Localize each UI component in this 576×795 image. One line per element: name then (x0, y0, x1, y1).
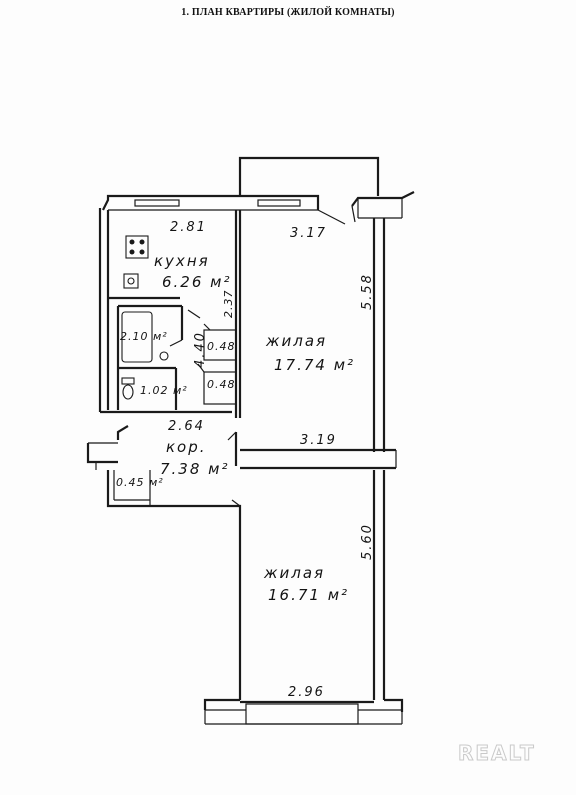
kitchen-width-label: 2.81 (170, 220, 207, 235)
living1-name-label: жилая (265, 332, 327, 350)
lower-left-wall (106, 470, 242, 700)
stove-icon (125, 235, 149, 259)
closet-upper (203, 329, 237, 361)
living1-depth-label: 5.58 (360, 273, 375, 310)
interior-walls (108, 210, 397, 470)
kitchen-fixtures (123, 235, 149, 289)
top-wall-kitchen (102, 194, 320, 211)
closet2-area-label: 0.48 (207, 378, 236, 391)
living2-depth-label: 5.60 (360, 523, 375, 560)
partition-dim-label: 3.19 (300, 433, 337, 448)
bathroom-area-label: 2.10 м² (120, 330, 168, 343)
plan-labels: 2.81 кухня 6.26 м² 2.37 3.17 5.58 жилая … (116, 220, 375, 700)
kitchen-depth-label: 2.37 (222, 290, 235, 319)
living1-window (257, 199, 301, 207)
corridor-name-label: кор. (166, 438, 207, 456)
closet-lower (203, 371, 237, 405)
corridor-width-label: 2.64 (168, 419, 205, 434)
living2-width-label: 2.96 (288, 685, 325, 700)
living1-area-label: 17.74 м² (274, 356, 355, 374)
bottom-window (245, 703, 359, 725)
closet1-area-label: 0.48 (207, 340, 236, 353)
hall-passage-dim-label: 4.40 (193, 331, 208, 368)
top-wall-right (351, 191, 415, 207)
bathtub-icon (121, 311, 153, 363)
living1-width-label: 3.17 (290, 226, 327, 241)
kitchen-area-label: 6.26 м² (162, 273, 232, 291)
kitchen-name-label: кухня (154, 252, 210, 270)
bathroom-fixtures (121, 311, 169, 400)
watermark-logo: REALT (458, 741, 536, 765)
living2-area-label: 16.71 м² (268, 586, 349, 604)
toilet-icon (122, 384, 134, 400)
page-title: 1. ПЛАН КВАРТИРЫ (ЖИЛОЙ КОМНАТЫ) (181, 7, 395, 18)
sink-icon (123, 273, 139, 289)
entry-closet-area-label: 0.45 м² (116, 476, 164, 489)
entry-wall (86, 443, 118, 464)
toilet-area-label: 1.02 м² (140, 384, 188, 397)
kitchen-window (134, 199, 180, 207)
living2-name-label: жилая (263, 564, 325, 582)
washbasin-icon (159, 351, 169, 361)
balcony-outline (238, 156, 380, 196)
corridor-area-label: 7.38 м² (160, 460, 230, 478)
outer-walls (86, 156, 415, 725)
